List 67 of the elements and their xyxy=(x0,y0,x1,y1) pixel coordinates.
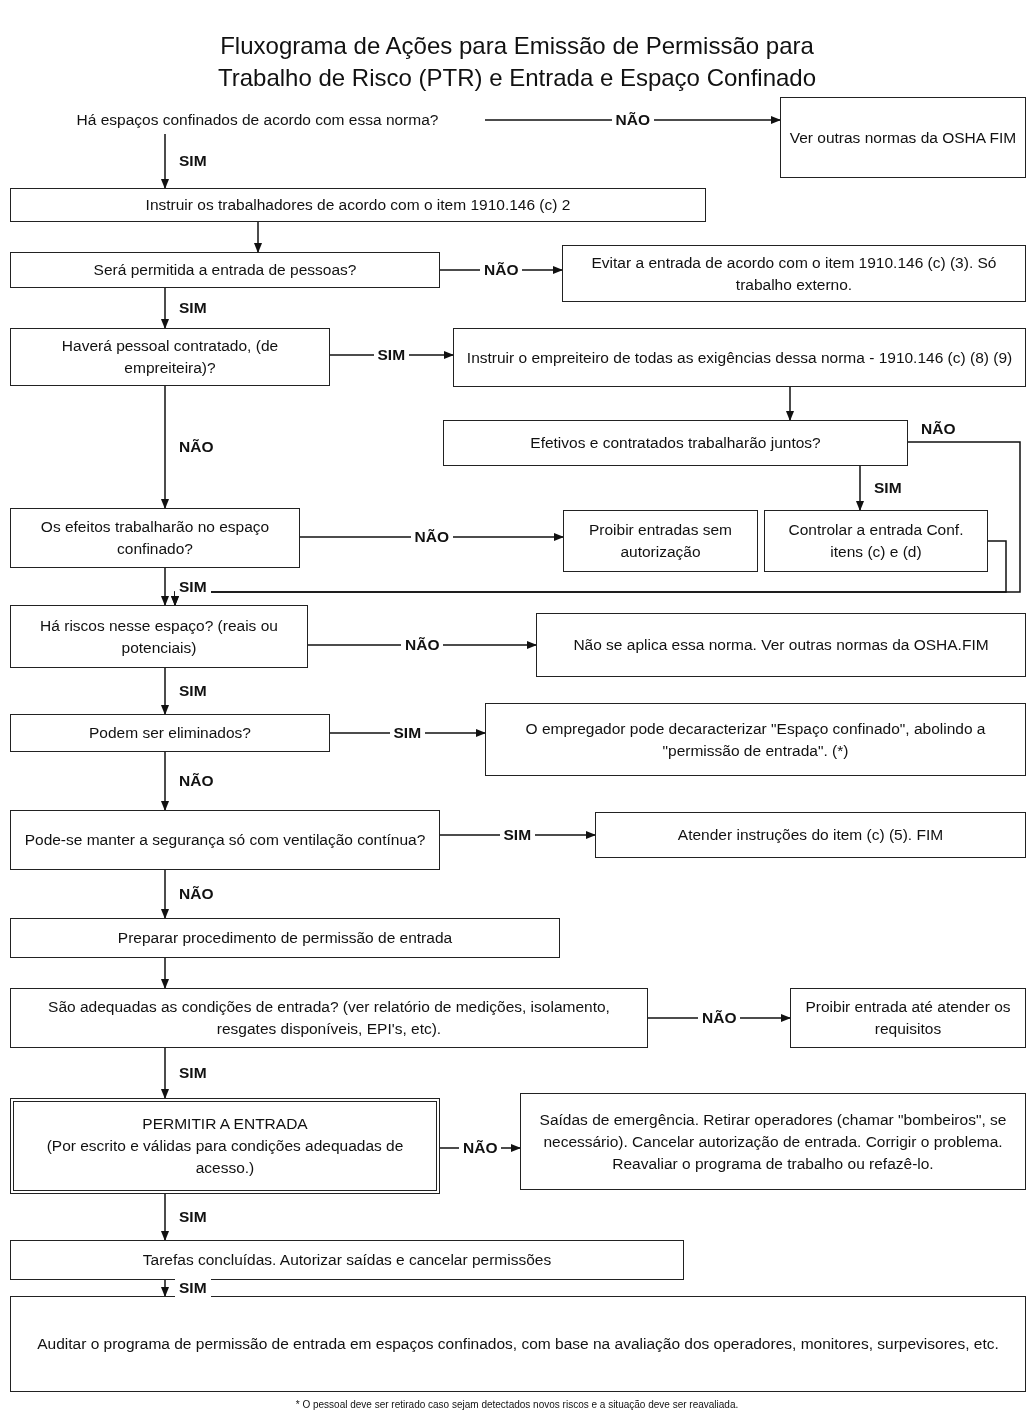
box-text: Evitar a entrada de acordo com o item 1910.146 (c) (3). Só trabalho externo. xyxy=(590,252,998,295)
process-box xyxy=(10,810,440,870)
box-text: PERMITIR A ENTRADA xyxy=(142,1114,308,1134)
box-text: Pode-se manter a segurança só com ventilação contínua? xyxy=(24,830,426,850)
box-text: Há riscos nesse espaço? (reais ou potenciais) xyxy=(39,615,279,658)
arrow xyxy=(160,1193,170,1242)
box-text: Efetivos e contratados trabalharão juntos? xyxy=(530,433,821,453)
process-box xyxy=(10,605,308,668)
process-box xyxy=(595,812,1026,858)
process-box xyxy=(10,918,560,958)
process-box xyxy=(536,613,1026,677)
arrow xyxy=(160,385,170,510)
process-box xyxy=(453,328,1026,387)
process-box xyxy=(10,328,330,386)
arrow xyxy=(160,667,170,716)
box-text: (Por escrito e válidas para condições adequadas de acesso.) xyxy=(45,1136,405,1178)
arrow xyxy=(160,869,170,920)
process-box xyxy=(10,988,648,1048)
process-box xyxy=(562,245,1026,302)
arrow xyxy=(160,567,170,607)
process-box xyxy=(10,252,440,288)
box-text: Podem ser eliminados? xyxy=(89,723,251,743)
box-text: Haverá pessoal contratado, (de empreiteira)? xyxy=(60,336,280,378)
arrow xyxy=(160,1047,170,1100)
box-text: Preparar procedimento de permissão de entrada xyxy=(117,928,453,948)
process-box xyxy=(10,1240,684,1280)
edge-label: SIM xyxy=(175,1279,211,1297)
box-text: Atender instruções do item (c) (5). FIM xyxy=(677,825,944,845)
box-text: Saídas de emergência. Retirar operadores (chamar "bombeiros", se necessário). Cancelar autorização de entrada. Corrigir o problema. Reavaliar o programa de trabalho ou refazê-lo. xyxy=(538,1109,1008,1174)
footnote: * O pessoal deve ser retirado caso sejam detectados novos riscos e a situação deve ser reavaliada. xyxy=(294,1399,740,1410)
box-text: Auditar o programa de permissão de entrada em espaços confinados, com base na avaliação dos operadores, monitores, surpevisores, etc. xyxy=(37,1334,999,1354)
process-box xyxy=(10,188,706,222)
process-box xyxy=(10,714,330,752)
question-text: Há espaços confinados de acordo com essa norma? xyxy=(76,110,439,130)
decision-box xyxy=(10,1098,440,1194)
arrow xyxy=(160,751,170,812)
arrow xyxy=(253,221,263,254)
process-box xyxy=(780,97,1026,178)
arrow xyxy=(855,465,865,512)
box-text: Instruir o empreiteiro de todas as exigências dessa norma - 1910.146 (c) (8) (9) xyxy=(466,347,1013,368)
process-box xyxy=(485,703,1026,776)
arrow xyxy=(160,133,170,190)
box-text: Ver outras normas da OSHA FIM xyxy=(789,127,1017,148)
process-box xyxy=(443,420,908,466)
box-text: Tarefas concluídas. Autorizar saídas e cancelar permissões xyxy=(142,1250,552,1270)
arrow xyxy=(160,287,170,330)
box-text: Não se aplica essa norma. Ver outras normas da OSHA.FIM xyxy=(573,635,989,655)
box-text: O empregador pode decaracterizar "Espaço confinado", abolindo a "permissão de entrada". (*) xyxy=(524,718,987,761)
process-box xyxy=(790,988,1026,1048)
box-text: Os efeitos trabalharão no espaço confinado? xyxy=(39,517,271,559)
process-box xyxy=(520,1093,1026,1190)
box-text: Proibir entrada até atender os requisitos xyxy=(804,997,1012,1039)
box-text: São adequadas as condições de entrada? (ver relatório de medições, isolamento, resgates disponíveis, EPI's, etc). xyxy=(47,997,611,1039)
arrow xyxy=(484,115,782,125)
arrow xyxy=(170,540,1007,607)
arrow xyxy=(160,1279,170,1298)
process-box xyxy=(563,510,758,572)
arrow xyxy=(785,386,795,422)
title: Fluxograma de Ações para Emissão de Permissão para Trabalho de Risco (PTR) e Entrada e Espaço Confinado xyxy=(216,31,818,93)
box-text: Proibir entradas sem autorização xyxy=(588,520,733,562)
process-box xyxy=(10,1296,1026,1392)
process-box xyxy=(764,510,988,572)
box-text: Controlar a entrada Conf. itens (c) e (d) xyxy=(787,520,965,562)
box-text: Será permitida a entrada de pessoas? xyxy=(93,260,357,280)
process-box xyxy=(10,508,300,568)
arrow xyxy=(160,957,170,990)
box-text: Instruir os trabalhadores de acordo com o item 1910.146 (c) 2 xyxy=(145,195,571,215)
